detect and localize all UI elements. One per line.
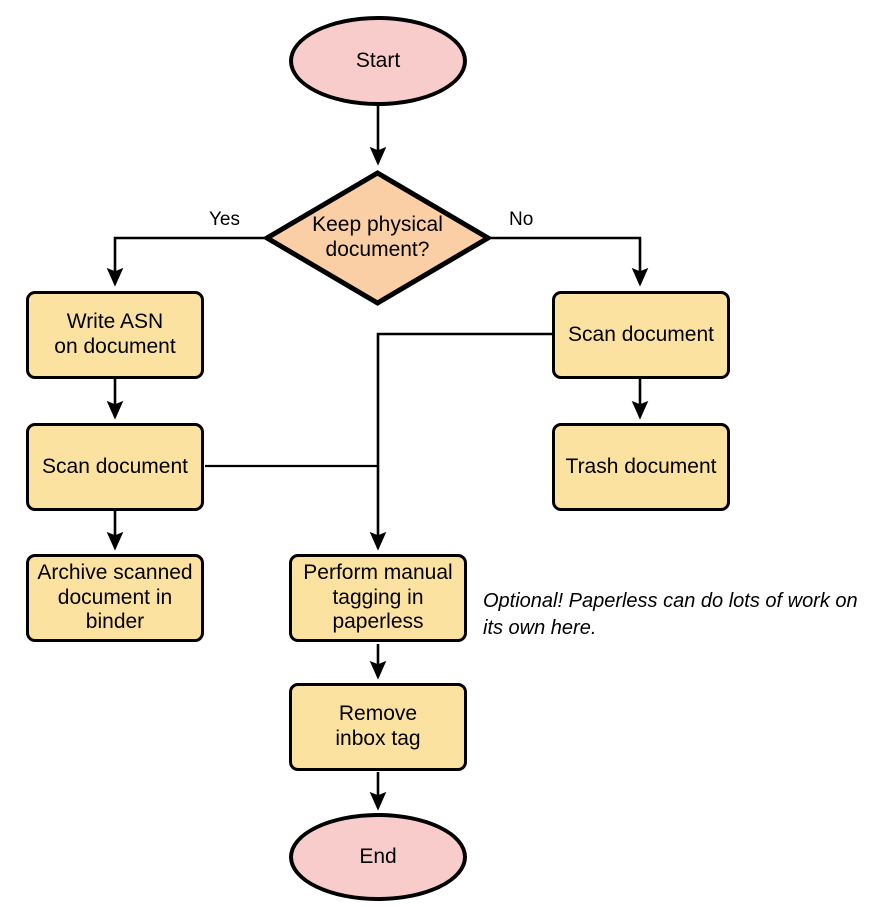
node-start[interactable]: Start — [289, 16, 467, 106]
node-start-label: Start — [355, 48, 401, 72]
edge-decision-yes-to-write-asn — [106, 236, 264, 287]
node-scan-document-right[interactable]: Scan document — [552, 291, 730, 379]
edge-scan-right-to-manual-tagging — [369, 332, 552, 551]
node-write-asn-label: Write ASN on document — [54, 310, 176, 358]
node-end-label: End — [359, 844, 397, 868]
node-scan-document-left[interactable]: Scan document — [26, 423, 204, 511]
node-perform-manual-tagging-in-paperless[interactable]: Perform manual tagging in paperless — [289, 554, 467, 642]
node-trash-document[interactable]: Trash document — [552, 423, 730, 511]
edge-decision-no-to-scan-right — [491, 236, 649, 287]
node-remove-inbox-tag-label: Remove inbox tag — [335, 702, 421, 750]
node-trash-document-label: Trash document — [565, 454, 717, 478]
edge-label-yes: Yes — [209, 209, 240, 230]
node-archive-binder-label: Archive scanned document in binder — [37, 560, 193, 634]
node-scan-document-right-label: Scan document — [568, 322, 714, 346]
node-remove-inbox-tag[interactable]: Remove inbox tag — [289, 683, 467, 771]
node-write-asn-on-document[interactable]: Write ASN on document — [26, 291, 204, 379]
annotation-optional-note: Optional! Paperless can do lots of work … — [483, 590, 858, 639]
node-decision-label: Keep physical document? — [312, 213, 443, 261]
node-end[interactable]: End — [289, 813, 467, 901]
node-manual-tagging-label: Perform manual tagging in paperless — [303, 560, 453, 634]
diamond-shape-icon — [264, 170, 491, 306]
node-decision-keep-physical-document[interactable]: Keep physical document? — [264, 170, 491, 306]
node-archive-scanned-document-in-binder[interactable]: Archive scanned document in binder — [26, 554, 204, 642]
node-scan-document-left-label: Scan document — [42, 454, 188, 478]
edge-label-no: No — [509, 209, 534, 230]
